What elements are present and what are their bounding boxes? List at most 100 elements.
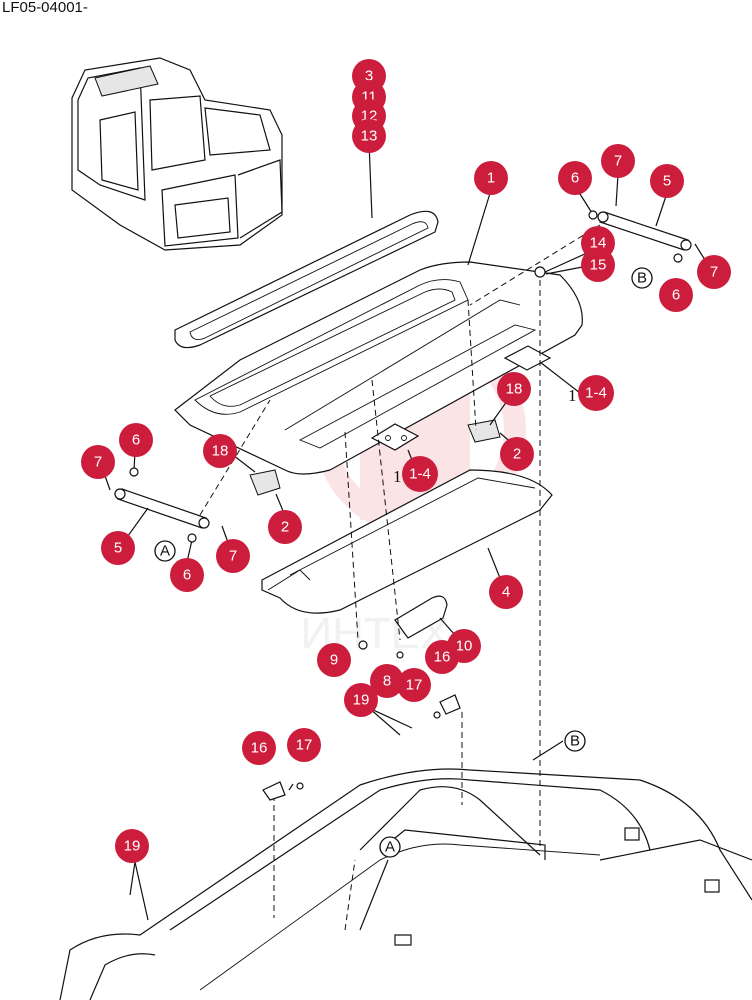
callout-circle	[402, 456, 438, 492]
callout-label: 16	[251, 740, 268, 757]
bracket-right	[467, 419, 501, 443]
callout-label: 9	[330, 652, 338, 669]
callout-label: 4	[502, 584, 510, 601]
reference-circle	[631, 267, 653, 289]
callout-label: 7	[710, 264, 718, 281]
callout-label: 3	[365, 68, 373, 85]
callout-label: 17	[406, 677, 423, 694]
callout-label: 19	[124, 838, 141, 855]
callout-circle	[242, 731, 276, 765]
callout-label: 1-4	[409, 466, 431, 483]
reference-mark-rB2: B	[564, 730, 586, 752]
callout-c5a: 5	[650, 164, 684, 198]
callout-label: 8	[383, 673, 391, 690]
callout-c17a: 17	[397, 668, 431, 702]
callout-c13: 13	[352, 119, 386, 153]
reference-circle	[154, 540, 176, 562]
bracket-left	[249, 469, 281, 496]
reference-label: B	[637, 270, 647, 287]
callout-c18a: 18	[497, 372, 531, 406]
callout-circle	[578, 375, 614, 411]
callout-c7d: 7	[216, 539, 250, 573]
plain-label-p2: 1	[393, 467, 402, 486]
callout-circle	[287, 728, 321, 762]
callout-c2a: 2	[500, 437, 534, 471]
callout-c18b: 18	[203, 434, 237, 468]
callout-c7a: 7	[601, 144, 635, 178]
hinge-plate-right	[503, 345, 552, 371]
callout-circle	[352, 119, 386, 153]
callout-circle	[601, 144, 635, 178]
callout-circle	[425, 640, 459, 674]
callout-circle	[81, 445, 115, 479]
gas-strut-right	[597, 211, 692, 251]
reference-circle	[564, 730, 586, 752]
callout-label: 6	[183, 567, 191, 584]
callout-circle	[370, 664, 404, 698]
callout-circle	[489, 575, 523, 609]
callout-c6a: 6	[558, 161, 592, 195]
callout-label: 2	[281, 519, 289, 536]
reference-circle	[379, 836, 401, 858]
roof-panel	[174, 261, 583, 475]
document-code: LF05-04001-	[2, 0, 88, 16]
callout-circle	[581, 248, 615, 282]
grab-handle	[394, 595, 448, 639]
callout-c6d: 6	[170, 558, 204, 592]
reference-label: A	[160, 543, 170, 560]
callout-circle	[558, 161, 592, 195]
fastener-details	[129, 210, 683, 801]
callout-label: 5	[663, 173, 671, 190]
callout-c16b: 16	[242, 731, 276, 765]
reference-mark-rB1: B	[631, 267, 653, 289]
callout-label: 15	[590, 257, 607, 274]
callout-c1-4a: 1-4	[578, 375, 614, 411]
callout-label: 6	[132, 432, 140, 449]
callout-label: 14	[590, 235, 607, 252]
callout-label: 1-4	[585, 385, 607, 402]
callout-c1: 1	[474, 161, 508, 195]
gas-strut-left	[114, 488, 210, 529]
callout-label: 5	[114, 540, 122, 557]
callout-c19b: 19	[115, 829, 149, 863]
callout-label: 10	[456, 638, 473, 655]
callout-c7c: 7	[81, 445, 115, 479]
callout-c19a: 19	[344, 683, 378, 717]
reference-label: A	[385, 839, 395, 856]
callout-circle	[317, 643, 351, 677]
callout-c9: 9	[317, 643, 351, 677]
plain-label-p1: 1	[568, 386, 577, 405]
callout-circle	[203, 434, 237, 468]
callout-label: 6	[672, 287, 680, 304]
callout-circle	[497, 372, 531, 406]
callout-c6c: 6	[119, 423, 153, 457]
callout-label: 18	[506, 381, 523, 398]
callout-circle	[397, 668, 431, 702]
callout-circle	[650, 164, 684, 198]
reference-mark-rA1: A	[154, 540, 176, 562]
callout-c17b: 17	[287, 728, 321, 762]
callout-label: 7	[229, 548, 237, 565]
leader-lines	[102, 141, 706, 931]
callout-circle	[697, 255, 731, 289]
callout-c8: 8	[370, 664, 404, 698]
callout-c15: 15	[581, 248, 615, 282]
callout-circle	[344, 683, 378, 717]
callout-label: 18	[212, 443, 229, 460]
callout-circle	[268, 510, 302, 544]
callout-circle	[119, 423, 153, 457]
cab-body-lower	[59, 768, 752, 1000]
callout-circle	[500, 437, 534, 471]
callout-circle	[216, 539, 250, 573]
callout-c16a: 16	[425, 640, 459, 674]
reference-label: B	[570, 733, 580, 750]
callout-label: 17	[296, 737, 313, 754]
callout-label: 6	[571, 170, 579, 187]
callout-c7b: 7	[697, 255, 731, 289]
callout-c2b: 2	[268, 510, 302, 544]
callout-c6b: 6	[659, 278, 693, 312]
callout-label: 13	[361, 128, 378, 145]
callout-label: 2	[513, 446, 521, 463]
